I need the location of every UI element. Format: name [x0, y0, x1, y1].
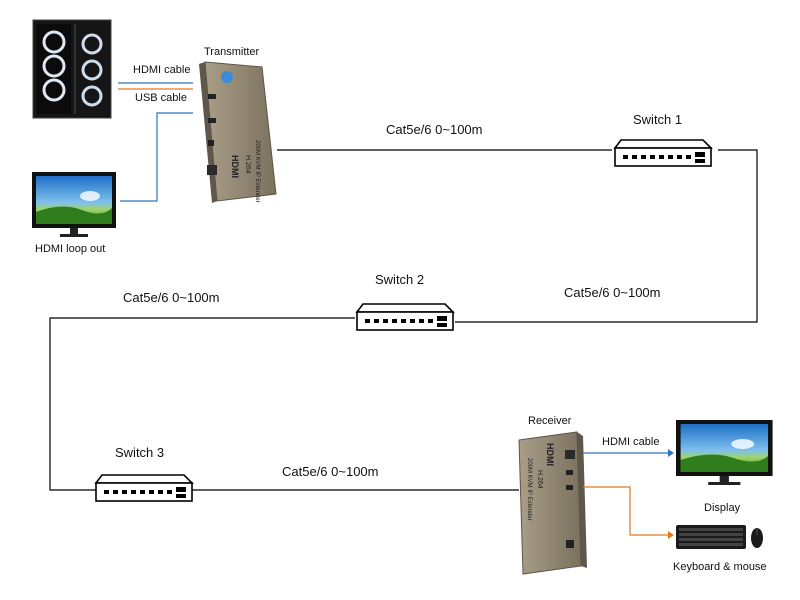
transmitter-brand: HDMI — [230, 155, 240, 178]
ethernet-port — [565, 450, 575, 459]
switch-2-label: Switch 2 — [375, 272, 424, 287]
receiver-model: 200M KVM IP Extender — [526, 458, 532, 521]
transmitter-label: Transmitter — [204, 46, 260, 58]
brand-logo-icon — [221, 71, 233, 83]
keyboard-mouse-label: Keyboard & mouse — [673, 561, 767, 573]
cable-switch2-switch3 — [49, 317, 355, 491]
fan-icon — [42, 54, 66, 78]
keyboard-icon — [676, 525, 746, 549]
hdmi-loop-out-label: HDMI loop out — [35, 243, 105, 255]
display-monitor — [676, 420, 773, 485]
switch-3-label: Switch 3 — [115, 445, 164, 460]
switch-2 — [356, 303, 454, 331]
cable-label-sw2-sw3: Cat5e/6 0~100m — [123, 290, 219, 305]
fan-icon — [81, 85, 103, 107]
hdmi-cable-label-top: HDMI cable — [133, 64, 190, 76]
network-cabling — [49, 149, 758, 491]
transmitter-codec: H.264 — [244, 155, 251, 174]
switch-1-label: Switch 1 — [633, 112, 682, 127]
cable-label-sw1-sw2: Cat5e/6 0~100m — [564, 285, 660, 300]
hdmi-loop-cable-line — [120, 112, 193, 202]
fan-icon — [42, 30, 66, 54]
fan-icon — [42, 78, 66, 102]
switch-3 — [95, 474, 193, 502]
switch-1 — [614, 139, 712, 167]
fan-icon — [81, 33, 103, 55]
receiver-brand: HDMI — [545, 443, 555, 466]
usb-cable-label: USB cable — [135, 92, 187, 104]
fan-icon — [81, 59, 103, 81]
receiver-label: Receiver — [528, 415, 572, 427]
pc-tower — [32, 19, 112, 119]
arrow-head-icon — [668, 449, 674, 457]
transmitter-device: HDMI H.264 200M KVM IP Extender — [199, 61, 277, 203]
mouse-icon — [751, 528, 763, 548]
cable-switch1-switch2 — [455, 149, 758, 323]
usb-cable-line-bottom — [583, 486, 668, 536]
cable-label-sw3-rx: Cat5e/6 0~100m — [282, 464, 378, 479]
arrow-head-icon — [668, 531, 674, 539]
display-label: Display — [704, 502, 741, 514]
hdmi-cable-label-bottom: HDMI cable — [602, 436, 659, 448]
cable-label-tx-sw1: Cat5e/6 0~100m — [386, 122, 482, 137]
hdmi-loop-monitor — [32, 172, 116, 237]
transmitter-model: 200M KVM IP Extender — [254, 140, 260, 203]
ethernet-port — [207, 165, 217, 175]
receiver-device: HDMI H.264 200M KVM IP Extender — [518, 431, 587, 575]
receiver-codec: H.264 — [536, 470, 543, 489]
